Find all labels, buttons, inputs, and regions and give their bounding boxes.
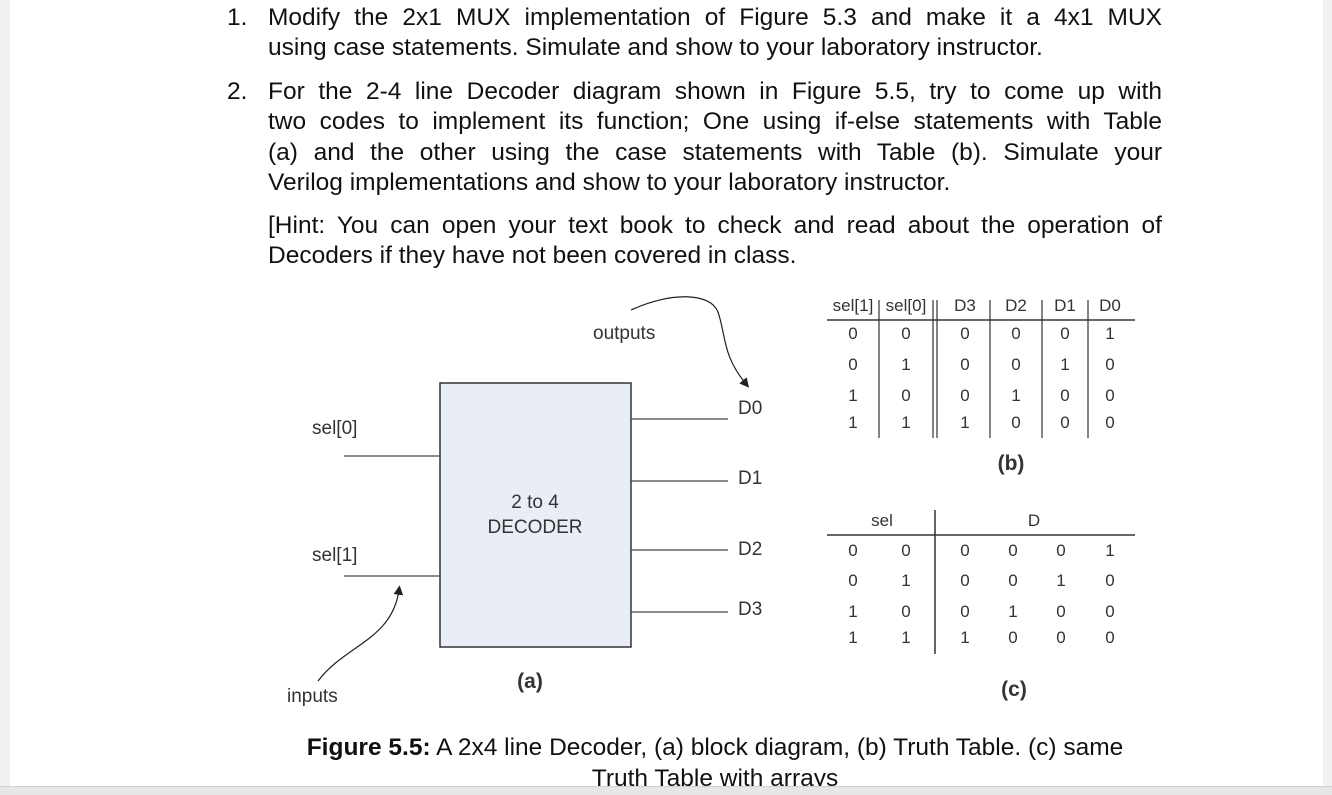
d0-label: D0 (738, 398, 762, 419)
table-c-cell: 0 (848, 571, 857, 590)
d1-label: D1 (738, 468, 762, 489)
decoder-block-label-2: DECODER (487, 517, 582, 538)
table-c-cell: 0 (1105, 628, 1114, 647)
table-c-cell: 0 (1008, 628, 1017, 647)
caption-figure-number: Figure 5.5: (306, 734, 431, 761)
table-b-cell: 1 (901, 413, 910, 432)
d2-label: D2 (738, 539, 762, 560)
table-c-cell: 1 (1056, 571, 1065, 590)
table-b-header-d1: D1 (1054, 296, 1076, 315)
table-c-label: (c) (1001, 678, 1027, 701)
table-b-cell: 0 (1105, 413, 1114, 432)
table-c-cell: 0 (960, 602, 969, 621)
truth-table-c: sel D 0 0 0 0 0 1 0 1 0 0 1 0 1 0 0 1 0 (827, 510, 1135, 701)
item-2-line-3: (a) and the other using the case stateme… (268, 139, 1162, 166)
table-b-cell: 0 (1105, 355, 1114, 374)
table-b-cell: 1 (1011, 386, 1020, 405)
table-b-header-sel0: sel[0] (886, 296, 927, 315)
table-c-cell: 0 (960, 541, 969, 560)
table-c-cell: 0 (1008, 571, 1017, 590)
table-b-cell: 0 (1011, 324, 1020, 343)
decoder-block-label-1: 2 to 4 (511, 492, 559, 513)
table-b-cell: 0 (901, 386, 910, 405)
table-b-cell: 0 (1060, 324, 1069, 343)
table-b-cell: 0 (1011, 355, 1020, 374)
table-c-cell: 1 (848, 628, 857, 647)
truth-table-b: sel[1] sel[0] D3 D2 D1 D0 0 0 0 0 0 1 0 … (827, 296, 1135, 475)
table-c-cell: 0 (901, 602, 910, 621)
item-2-number: 2. (227, 78, 248, 105)
table-c-cell: 1 (1105, 541, 1114, 560)
caption-line-2: Truth Table with arrays (591, 765, 839, 786)
item-1-line-1: Modify the 2x1 MUX implementation of Fig… (268, 4, 1162, 31)
table-b-cell: 0 (960, 386, 969, 405)
table-c-cell: 1 (901, 628, 910, 647)
table-c-cell: 0 (1008, 541, 1017, 560)
table-b-cell: 0 (848, 355, 857, 374)
hint-line-2: Decoders if they have not been covered i… (268, 242, 797, 269)
table-c-cell: 0 (1056, 541, 1065, 560)
table-c-cell: 0 (1105, 602, 1114, 621)
hint-line-1: [Hint: You can open your text book to ch… (268, 212, 1162, 239)
diagram-label-a: (a) (517, 670, 543, 693)
figure-5-5: 2 to 4 DECODER sel[0] sel[1] D0 D1 D2 D3… (287, 296, 1135, 707)
table-b-cell: 0 (960, 355, 969, 374)
table-c-cell: 1 (901, 571, 910, 590)
outputs-arrow (630, 296, 750, 388)
table-c-cell: 1 (848, 602, 857, 621)
table-b-cell: 0 (1105, 386, 1114, 405)
table-b-cell: 0 (960, 324, 969, 343)
table-b-cell: 0 (1060, 386, 1069, 405)
table-b-cell: 1 (848, 386, 857, 405)
document-page: 1. Modify the 2x1 MUX implementation of … (10, 0, 1323, 786)
page-bottom-edge (0, 786, 1332, 795)
table-c-cell: 0 (901, 541, 910, 560)
table-c-cell: 0 (960, 571, 969, 590)
sel1-label: sel[1] (312, 545, 357, 566)
table-b-cell: 1 (848, 413, 857, 432)
caption-text: A 2x4 line Decoder, (a) block diagram, (… (430, 734, 1124, 761)
table-c-cell: 0 (848, 541, 857, 560)
item-2-line-4: Verilog implementations and show to your… (268, 169, 951, 196)
table-b-cell: 0 (1060, 413, 1069, 432)
inputs-label: inputs (287, 686, 338, 707)
table-b-header-sel1: sel[1] (833, 296, 874, 315)
sel0-label: sel[0] (312, 418, 357, 439)
d3-label: D3 (738, 599, 762, 620)
item-1-line-2: using case statements. Simulate and show… (268, 34, 1043, 61)
outputs-label: outputs (593, 323, 655, 344)
table-b-label: (b) (998, 452, 1025, 475)
table-c-cell: 0 (1105, 571, 1114, 590)
table-b-cell: 1 (901, 355, 910, 374)
table-c-cell: 0 (1056, 602, 1065, 621)
table-c-header-sel: sel (871, 511, 893, 530)
table-b-header-d0: D0 (1099, 296, 1121, 315)
table-b-header-d2: D2 (1005, 296, 1027, 315)
table-b-cell: 1 (960, 413, 969, 432)
table-c-cell: 0 (1056, 628, 1065, 647)
table-b-cell: 0 (1011, 413, 1020, 432)
table-c-header-d: D (1028, 511, 1040, 530)
table-c-cell: 1 (960, 628, 969, 647)
block-diagram: 2 to 4 DECODER sel[0] sel[1] D0 D1 D2 D3… (287, 296, 762, 707)
table-c-cell: 1 (1008, 602, 1017, 621)
decoder-block (439, 382, 632, 648)
table-b-header-d3: D3 (954, 296, 976, 315)
item-2-line-2: two codes to implement its function; One… (268, 108, 1162, 135)
table-b-cell: 1 (1105, 324, 1114, 343)
figure-caption: Figure 5.5: A 2x4 line Decoder, (a) bloc… (268, 732, 1162, 786)
item-1-number: 1. (227, 4, 248, 31)
table-b-cell: 0 (901, 324, 910, 343)
item-2-line-1: For the 2-4 line Decoder diagram shown i… (268, 78, 1162, 105)
table-b-cell: 0 (848, 324, 857, 343)
inputs-arrow (317, 585, 404, 682)
table-b-cell: 1 (1060, 355, 1069, 374)
